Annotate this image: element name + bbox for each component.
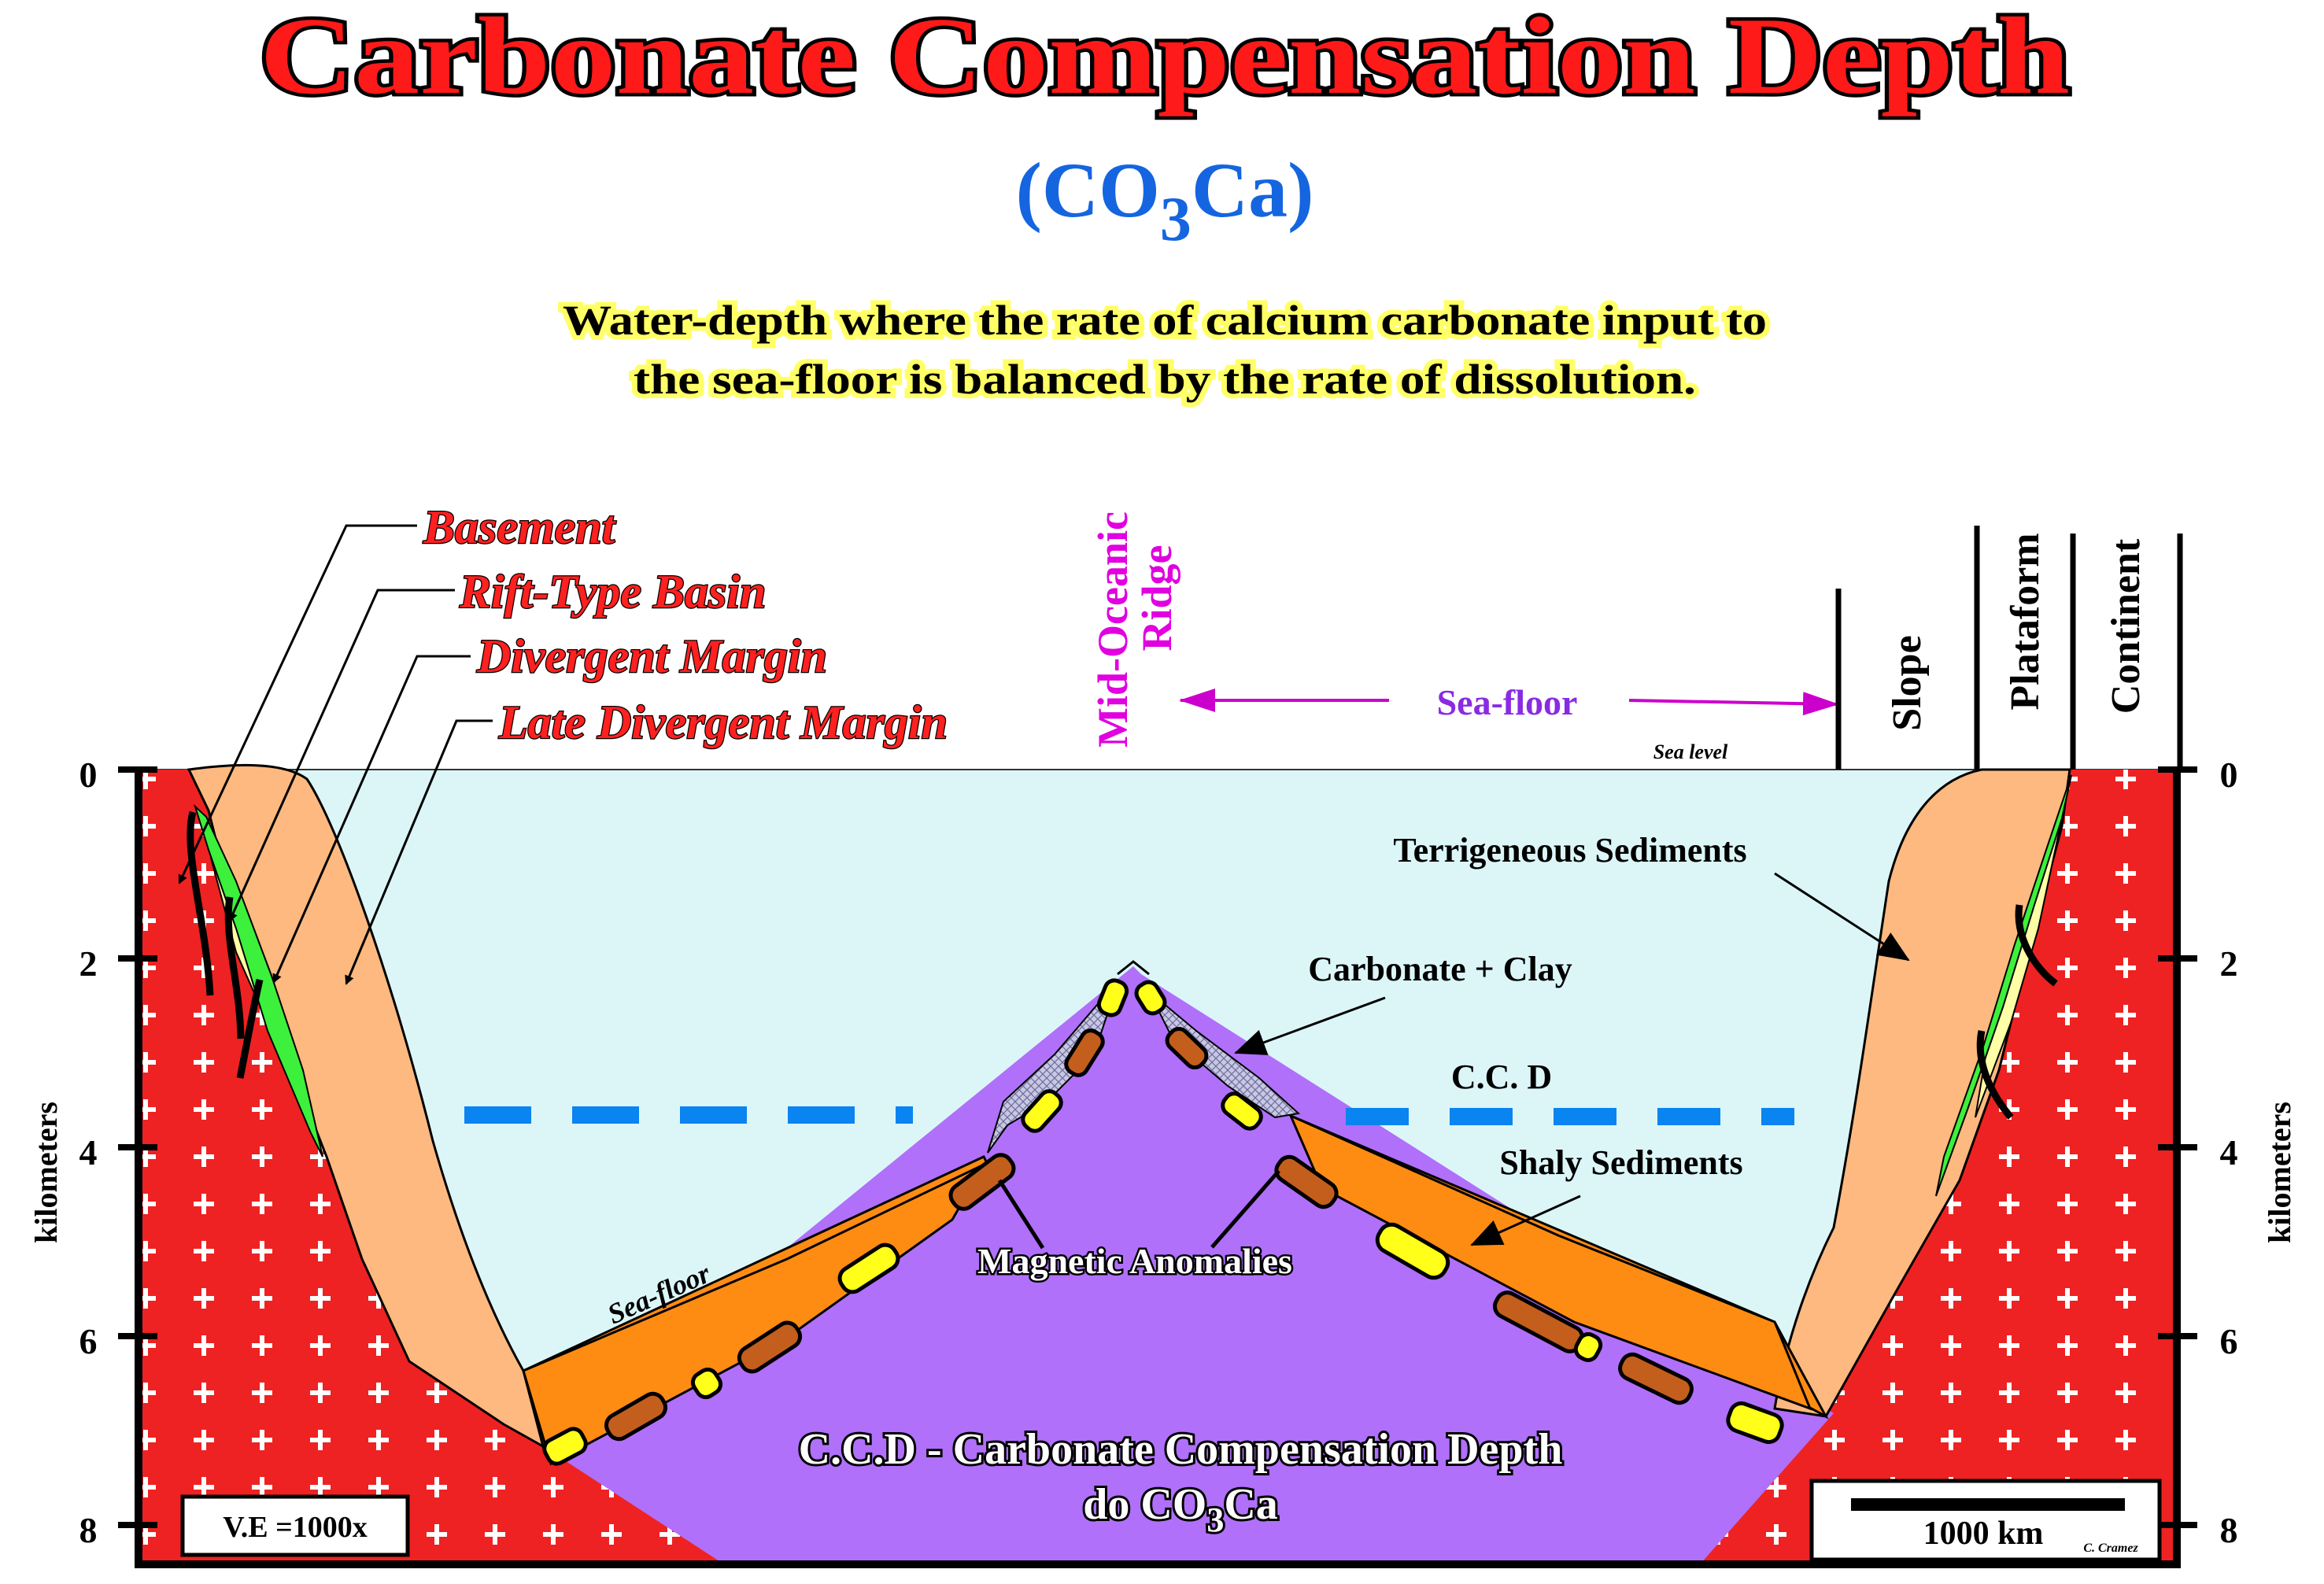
stage-basement: Basement	[423, 501, 617, 553]
mag-block	[837, 1242, 900, 1294]
label-ccd-long-1: C.C.D - Carbonate Compensation Depth	[799, 1425, 1563, 1474]
left-tick-4: 4	[79, 1132, 98, 1172]
label-magnetic: Magnetic Anomalies	[977, 1241, 1292, 1281]
ccd-long-sub: 3	[1206, 1501, 1224, 1539]
right-tick-6: 6	[2220, 1321, 2238, 1361]
ridge-label-line-2: Ridge	[1133, 545, 1180, 652]
left-tick-2: 2	[79, 943, 98, 984]
label-shaly: Shaly Sediments	[1499, 1143, 1742, 1182]
label-terrigeneous: Terrigeneous Sediments	[1393, 831, 1746, 870]
left-fault-2	[224, 896, 245, 1039]
ccd-long-post: Ca	[1224, 1480, 1277, 1529]
seafloor-top-label: Sea-floor	[1437, 682, 1578, 722]
left-tick-8: 8	[79, 1510, 98, 1550]
mag-block	[1021, 1089, 1063, 1133]
label-ccd-short: C.C. D	[1451, 1058, 1552, 1096]
scale-label: 1000 km	[1923, 1516, 2044, 1552]
left-basement	[139, 770, 724, 1564]
leader-terrigeneous	[1774, 872, 1910, 962]
label-carbonate-clay: Carbonate + Clay	[1308, 950, 1572, 988]
right-fault-2	[1976, 1030, 2014, 1120]
zone-slope: Slope	[1885, 635, 1930, 730]
mag-block	[1618, 1352, 1694, 1405]
left-tick-6: 6	[79, 1321, 98, 1361]
ridge-crest	[1117, 960, 1150, 976]
mag-block	[737, 1320, 803, 1374]
right-tick-0: 0	[2220, 755, 2238, 795]
ve-label: V.E =1000x	[223, 1511, 368, 1544]
stage-rift-type-basin: Rift-Type Basin	[459, 566, 766, 618]
formula-close: Ca)	[1192, 146, 1314, 234]
zone-continent: Continent	[2104, 538, 2148, 714]
right-tick-8: 8	[2220, 1510, 2238, 1550]
formula-sub: 3	[1160, 185, 1192, 254]
right-basement	[1700, 770, 2177, 1564]
seafloor-arrow-right	[1628, 692, 1839, 716]
definition-line-2: the sea-floor is balanced by the rate of…	[634, 356, 1696, 403]
mag-block	[1134, 980, 1167, 1016]
left-fault-3	[236, 979, 264, 1079]
definition-line-1: Water-depth where the rate of calcium ca…	[563, 297, 1767, 344]
leader-shaly	[1470, 1194, 1581, 1246]
stage-divergent-margin: Divergent Margin	[476, 630, 827, 682]
mag-block	[1274, 1154, 1339, 1209]
leader-rift-type-basin	[228, 589, 455, 922]
page-title: Carbonate Compensation Depth	[260, 0, 2070, 117]
leader-carbonate-clay	[1234, 996, 1386, 1055]
mag-block	[1573, 1332, 1603, 1362]
left-fault-1	[187, 810, 214, 996]
left-ticks	[118, 766, 157, 1528]
mag-block	[948, 1153, 1016, 1211]
right-green-strip	[1935, 774, 2072, 1197]
magnetic-anomalies	[542, 978, 1784, 1466]
formula-title: (CO3Ca)	[1016, 146, 1314, 254]
zone-plataform: Plataform	[2003, 533, 2048, 710]
right-axis-label: kilometers	[2262, 1102, 2297, 1243]
formula-open: (CO	[1016, 146, 1160, 234]
oceanic-crust	[543, 966, 1834, 1564]
left-axis-label: kilometers	[28, 1102, 64, 1243]
mag-block	[542, 1427, 588, 1466]
label-ccd-long-2: do CO3Ca	[1083, 1480, 1278, 1539]
right-tick-2: 2	[2220, 943, 2238, 984]
ridge-label-line-1: Mid-Oceanic	[1089, 511, 1136, 748]
sea-level-label: Sea level	[1653, 740, 1728, 763]
left-tick-0: 0	[79, 755, 98, 795]
scale-box	[1809, 1479, 2162, 1562]
ccd-long-pre: do CO	[1083, 1480, 1206, 1529]
left-terrigenous-wedge	[187, 763, 577, 1448]
right-tick-4: 4	[2220, 1132, 2238, 1172]
credit-label: C. Cramez	[2083, 1542, 2138, 1555]
leader-divergent-margin	[272, 655, 471, 984]
diagram-frame	[135, 770, 2181, 1568]
leader-late-divergent-margin	[345, 719, 493, 985]
mag-block	[1096, 978, 1129, 1017]
stage-late-divergent-margin: Late Divergent Margin	[498, 696, 948, 748]
right-fault-1	[2015, 904, 2058, 987]
mag-block	[1064, 1028, 1105, 1077]
mag-block	[1375, 1222, 1450, 1280]
mag-block	[1165, 1026, 1209, 1070]
mag-block	[690, 1367, 723, 1400]
mag-block	[604, 1391, 668, 1442]
leader-basement	[178, 524, 417, 884]
leader-magnetic-left	[997, 1179, 1045, 1250]
leader-magnetic-right	[1210, 1169, 1280, 1249]
mag-block	[1221, 1091, 1263, 1131]
mag-block	[1726, 1401, 1784, 1445]
ve-box	[180, 1494, 410, 1557]
